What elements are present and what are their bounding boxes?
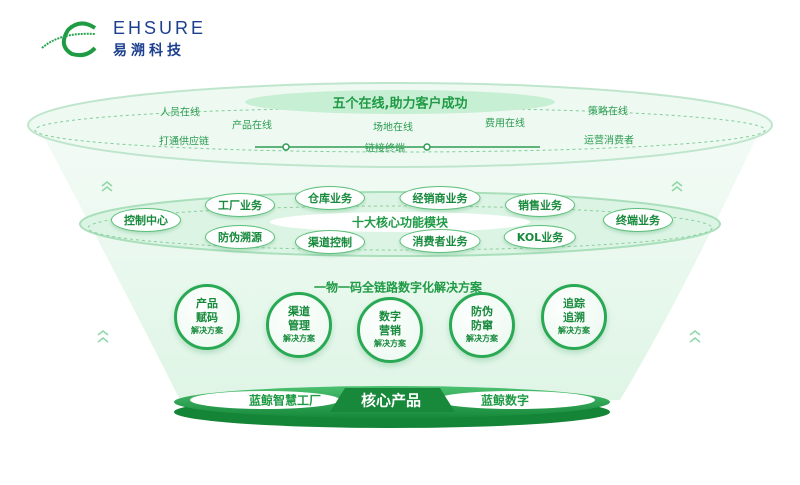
solution-circle: 追踪追溯解决方案 (541, 284, 607, 350)
module-pill: 防伪溯源 (205, 225, 275, 249)
module-pill: 控制中心 (111, 208, 181, 232)
top-bottom-item: 运营消费者 (584, 135, 634, 147)
base-left-label: 蓝鲸智慧工厂 (248, 393, 322, 408)
top-ring (27, 82, 773, 168)
top-item: 场地在线 (373, 122, 413, 134)
logo-name: 易溯科技 (113, 43, 185, 59)
ehsure-logo-icon (41, 21, 97, 58)
solutions-title: 一物一码全链路数字化解决方案 (313, 280, 483, 295)
top-item: 人员在线 (160, 107, 200, 119)
module-pill: 消费者业务 (399, 229, 481, 253)
top-item: 费用在线 (485, 118, 525, 130)
solution-circle: 渠道管理解决方案 (266, 292, 332, 358)
solution-circle: 数字营销解决方案 (357, 297, 423, 363)
mid-ring-title: 十大核心功能模块 (351, 215, 449, 230)
module-pill: 销售业务 (505, 193, 575, 217)
base-right-label: 蓝鲸数字 (480, 393, 530, 408)
top-bottom-item: 打通供应链 (159, 136, 209, 148)
solution-circle: 产品赋码解决方案 (174, 284, 240, 350)
module-pill: 仓库业务 (295, 186, 365, 210)
top-ring-title: 五个在线,助力客户成功 (332, 96, 468, 112)
module-pill: 渠道控制 (295, 230, 365, 254)
top-title-pill (245, 90, 555, 114)
top-item: 产品在线 (232, 120, 272, 132)
module-pill: 终端业务 (603, 208, 673, 232)
top-item: 策略在线 (588, 106, 628, 118)
module-pill: 工厂业务 (205, 193, 275, 217)
module-pill: KOL业务 (503, 225, 577, 249)
logo-brand: EHSURE (113, 18, 207, 38)
top-bottom-item: 链接终端 (365, 143, 405, 155)
base-center-label: 核心产品 (360, 391, 422, 410)
module-pill: 经销商业务 (399, 186, 481, 210)
solution-circle: 防伪防窜解决方案 (449, 292, 515, 358)
